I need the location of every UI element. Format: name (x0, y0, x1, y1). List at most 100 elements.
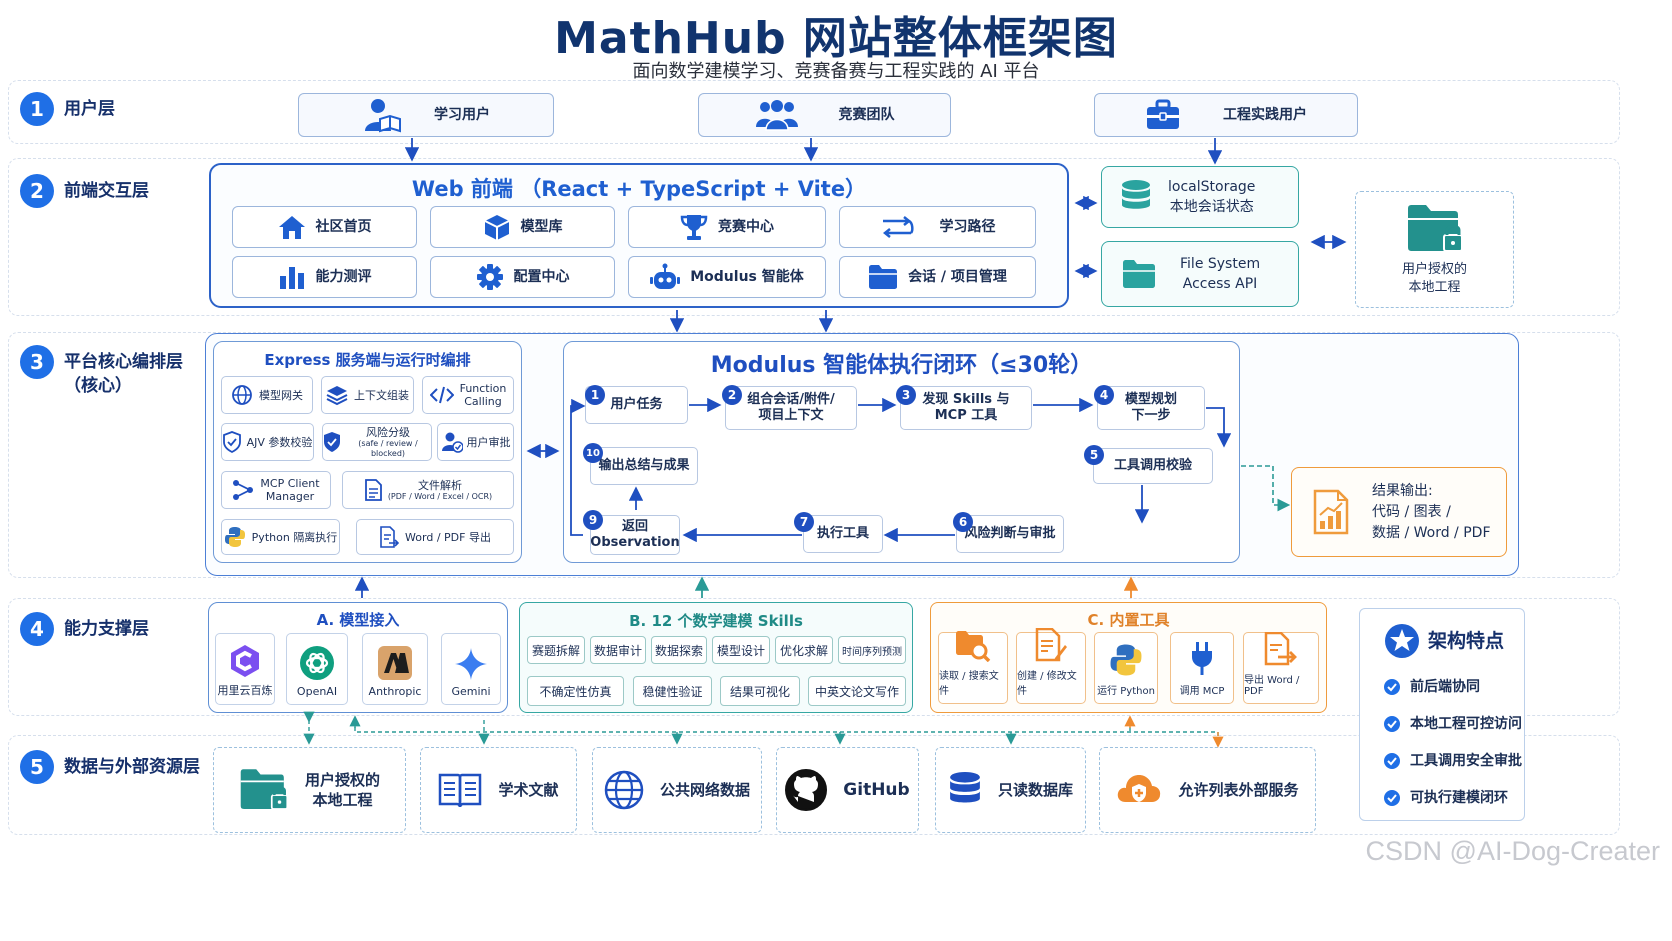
model-label: Anthropic (368, 685, 422, 698)
gemini-logo-icon (454, 647, 488, 681)
local-storage-line1: localStorage (1168, 179, 1256, 195)
database-icon (948, 770, 982, 810)
skill-chip[interactable]: 赛题拆解 (527, 636, 585, 664)
nav-label: 会话 / 项目管理 (908, 269, 1007, 285)
robot-icon (650, 263, 681, 291)
resource-github[interactable]: GitHub (776, 747, 919, 833)
resource-authorized-project[interactable]: 用户授权的 本地工程 (213, 747, 406, 833)
skill-chip[interactable]: 不确定性仿真 (527, 676, 624, 706)
loop-step-execute-tool[interactable]: 执行工具 (803, 515, 883, 553)
resource-readonly-database[interactable]: 只读数据库 (935, 747, 1086, 833)
loop-step-tool-call-check[interactable]: 工具调用校验 (1093, 448, 1213, 484)
globe-icon (604, 770, 644, 810)
resource-label: 只读数据库 (997, 781, 1073, 799)
nav-learning-path[interactable]: 学习路径 (839, 206, 1036, 248)
nav-community-home[interactable]: 社区首页 (232, 206, 417, 248)
chip-ajv-validation[interactable]: AJV 参数校验 (221, 423, 314, 461)
briefcase-icon (1145, 99, 1181, 131)
home-icon (278, 214, 306, 240)
user-authorized-project-box[interactable]: 用户授权的 本地工程 (1355, 191, 1514, 308)
chip-label-line1: MCP Client (260, 477, 320, 490)
chip-label: Python 隔离执行 (251, 530, 338, 544)
feature-label: 工具调用安全审批 (1410, 753, 1522, 769)
layer-number: 5 (20, 750, 54, 784)
trophy-icon (680, 213, 708, 241)
skill-chip[interactable]: 数据审计 (590, 636, 646, 664)
loop-step-compose-context[interactable]: 组合会话/附件/项目上下文 (725, 386, 857, 430)
skill-chip[interactable]: 数据探索 (651, 636, 707, 664)
step-number-badge: 6 (953, 512, 973, 532)
tool-create-edit-file[interactable]: 创建 / 修改文件 (1016, 628, 1086, 704)
shield-check-icon (323, 431, 341, 453)
user-label: 学习用户 (434, 107, 490, 123)
resource-public-web-data[interactable]: 公共网络数据 (592, 747, 762, 833)
nav-config-center[interactable]: 配置中心 (430, 256, 615, 298)
loop-step-output-summary[interactable]: 输出总结与成果 (590, 447, 698, 485)
chip-python-sandbox[interactable]: Python 隔离执行 (221, 519, 340, 555)
skill-chip[interactable]: 稳健性验证 (633, 676, 712, 706)
chip-model-gateway[interactable]: 模型网关 (221, 376, 313, 414)
layer-number: 1 (20, 92, 54, 126)
database-icon (1120, 179, 1152, 215)
chip-risk-grading[interactable]: 风险分级(safe / review / blocked) (322, 423, 432, 461)
step-label: 工具调用校验 (1113, 458, 1192, 473)
resource-academic-literature[interactable]: 学术文献 (420, 747, 577, 833)
step-number-badge: 2 (722, 385, 742, 405)
step-number-badge: 1 (585, 385, 605, 405)
model-anthropic[interactable]: Anthropic (362, 633, 428, 705)
model-access-title: A. 模型接入 (316, 611, 400, 629)
skill-chip[interactable]: 结果可视化 (720, 676, 800, 706)
skill-chip[interactable]: 时间序列预测 (838, 636, 906, 664)
step-label-line2: 下一步 (1131, 408, 1171, 423)
user-engineer[interactable]: 工程实践用户 (1094, 93, 1358, 137)
loop-step-risk-approval[interactable]: 风险判断与审批 (956, 515, 1064, 553)
user-team[interactable]: 竞赛团队 (698, 93, 951, 137)
model-bailian[interactable]: 用里云百炼 (215, 633, 275, 705)
nav-session-project[interactable]: 会话 / 项目管理 (839, 256, 1036, 298)
skill-chip[interactable]: 优化求解 (775, 636, 833, 664)
chip-user-approval[interactable]: 用户审批 (437, 423, 514, 461)
chip-label: 模型网关 (259, 388, 303, 402)
layer-band-3 (8, 332, 1620, 578)
code-icon (429, 386, 454, 404)
resource-line2: 本地工程 (312, 791, 373, 809)
chip-label: AJV 参数校验 (246, 435, 313, 449)
chip-label-line2: Calling (464, 395, 502, 408)
chip-context-assembly[interactable]: 上下文组装 (321, 376, 414, 414)
step-label-line1: 组合会话/附件/ (747, 392, 835, 407)
user-learner[interactable]: 学习用户 (298, 93, 554, 137)
skill-chip[interactable]: 中英文论文写作 (808, 676, 906, 706)
file-edit-icon (1035, 628, 1067, 662)
tool-read-search-file[interactable]: 读取 / 搜索文件 (938, 631, 1008, 704)
tool-run-python[interactable]: 运行 Python (1094, 632, 1158, 704)
feature-item: 工具调用安全审批 (1384, 751, 1524, 771)
loop-step-model-planning[interactable]: 模型规划下一步 (1097, 386, 1205, 430)
chip-label: 用户审批 (466, 435, 511, 449)
nav-modulus-agent[interactable]: Modulus 智能体 (628, 256, 826, 298)
tool-export-word-pdf[interactable]: 导出 Word / PDF (1243, 632, 1319, 704)
result-output-box[interactable]: 结果输出: 代码 / 图表 / 数据 / Word / PDF (1291, 467, 1507, 557)
nav-label: 学习路径 (939, 219, 996, 235)
resource-allowlist-services[interactable]: 允许列表外部服务 (1099, 747, 1316, 833)
tool-label: 调用 MCP (1179, 686, 1225, 697)
step-number-badge: 10 (583, 443, 603, 463)
model-gemini[interactable]: Gemini (441, 633, 501, 705)
model-openai[interactable]: OpenAI (286, 633, 348, 705)
layer-label-data: 5 数据与外部资源层 (20, 750, 204, 784)
chip-label-line2: (safe / review / blocked) (358, 438, 418, 458)
tool-call-mcp[interactable]: 调用 MCP (1170, 632, 1234, 704)
nav-model-library[interactable]: 模型库 (430, 206, 615, 248)
layer-name: 前端交互层 (64, 181, 149, 201)
nav-competition-center[interactable]: 竞赛中心 (628, 206, 826, 248)
nav-label: 能力测评 (315, 269, 372, 285)
file-system-api-box[interactable]: File System Access API (1101, 241, 1299, 307)
nav-ability-assessment[interactable]: 能力测评 (232, 256, 417, 298)
local-storage-box[interactable]: localStorage 本地会话状态 (1101, 166, 1299, 228)
chip-word-pdf-export[interactable]: Word / PDF 导出 (356, 519, 514, 555)
chip-file-parsing[interactable]: 文件解析(PDF / Word / Excel / OCR) (342, 471, 514, 509)
skill-chip[interactable]: 模型设计 (712, 636, 770, 664)
